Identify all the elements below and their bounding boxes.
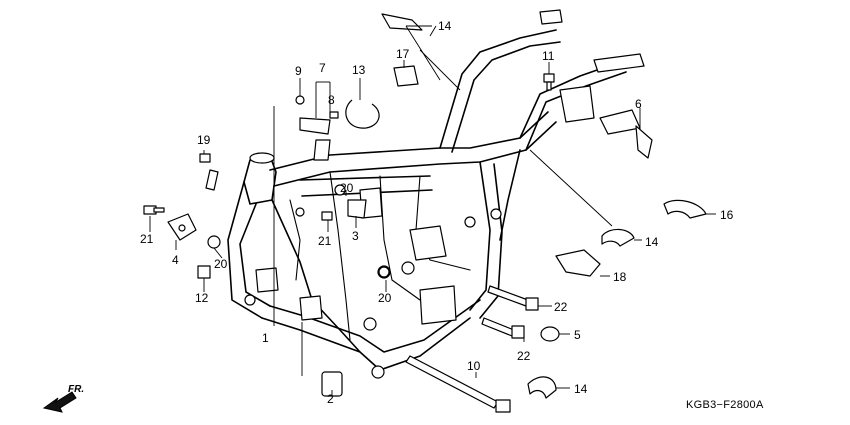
bolt-part-22-lower: [481, 317, 525, 339]
band-part-14-bottom: [527, 376, 557, 399]
front-arrow-icon: [42, 391, 77, 413]
front-direction-indicator: FR.: [42, 384, 84, 413]
bolt-part-8: [329, 111, 339, 119]
callout-1: 1: [262, 331, 269, 345]
callout-11: 11: [542, 49, 555, 63]
bracket-part-4: [167, 213, 197, 241]
callout-20-left: 20: [214, 257, 228, 271]
bolt-part-19: [199, 153, 211, 163]
callout-14-right: 14: [645, 235, 659, 249]
clamp-part-17: [393, 65, 419, 87]
callout-10: 10: [467, 359, 481, 373]
nut-part-20-top: [334, 184, 346, 196]
clamp-part-18: [555, 249, 601, 277]
callout-14-bottom: 14: [574, 382, 588, 396]
callout-20-mid: 20: [378, 291, 392, 305]
band-part-14-right: [601, 228, 635, 247]
leader-lines: [149, 25, 716, 396]
callout-4: 4: [172, 253, 179, 267]
diagram-code: KGB3−F2800A: [686, 399, 764, 411]
band-part-16: [663, 199, 707, 219]
callout-8: 8: [328, 93, 335, 107]
nut-part-20-left: [207, 235, 221, 249]
callout-13: 13: [352, 63, 366, 77]
bolt-part-21-left: [143, 205, 165, 215]
callout-21-left: 21: [140, 232, 154, 246]
bolt-part-21-mid: [321, 211, 333, 221]
front-label: FR.: [68, 384, 84, 395]
callout-5: 5: [574, 328, 581, 342]
callout-6: 6: [635, 97, 642, 111]
callout-3: 3: [352, 229, 359, 243]
callout-9: 9: [295, 64, 302, 78]
switch-part-6: [599, 109, 653, 159]
plug-part-12: [197, 265, 211, 279]
callout-7: 7: [319, 61, 326, 75]
callout-20-top: 20: [340, 181, 354, 195]
callout-2: 2: [327, 392, 334, 406]
callout-14-top: 14: [438, 19, 452, 33]
callout-18: 18: [613, 270, 627, 284]
callout-22-upper: 22: [554, 300, 568, 314]
bolt-part-10: [405, 355, 511, 413]
stay-part-7: [299, 117, 331, 161]
bolt-part-22-upper: [487, 285, 539, 311]
callout-12: 12: [195, 291, 209, 305]
callout-21-mid: 21: [318, 234, 332, 248]
callout-22-lower: 22: [517, 349, 531, 363]
callout-19: 19: [197, 133, 211, 147]
callout-17: 17: [396, 47, 410, 61]
frame-body: [227, 9, 645, 379]
washer-part-9: [295, 95, 305, 105]
nut-part-20-mid: [378, 266, 390, 278]
bracket-part-3: [347, 199, 367, 219]
band-part-14-top: [381, 13, 423, 31]
callout-labels: 1 2 3 4 5 6 7 8 9 10 11 12 13 14 14 14 1…: [140, 19, 734, 406]
nut-part-5: [540, 326, 560, 342]
callout-16: 16: [720, 208, 734, 222]
band-part-13: [345, 99, 380, 129]
clip-bracket: [205, 169, 219, 191]
